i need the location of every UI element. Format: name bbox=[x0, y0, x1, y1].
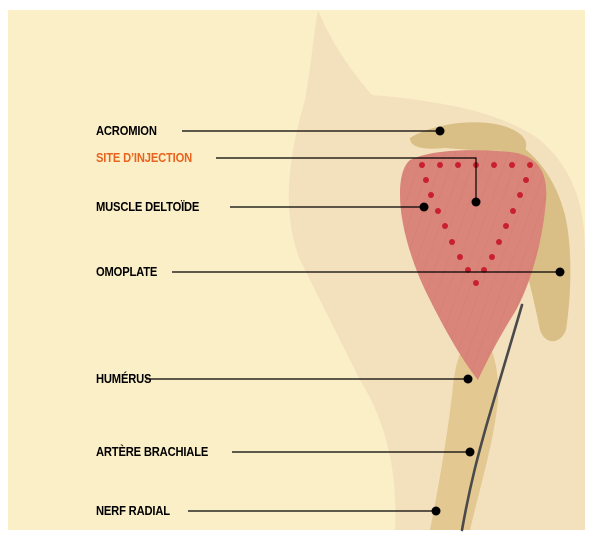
label-scapula: OMOPLATE bbox=[96, 265, 157, 279]
endpoint-artery bbox=[466, 448, 475, 457]
endpoint-radial-nerve bbox=[432, 507, 441, 516]
endpoint-scapula bbox=[556, 268, 565, 277]
endpoint-humerus bbox=[464, 375, 473, 384]
label-acromion: ACROMION bbox=[96, 124, 157, 138]
label-radial-nerve: NERF RADIAL bbox=[96, 504, 170, 518]
label-deltoid: MUSCLE DELTOÏDE bbox=[96, 200, 199, 214]
endpoint-acromion bbox=[436, 127, 445, 136]
label-brachial-artery: ARTÈRE BRACHIALE bbox=[96, 445, 208, 459]
label-injection-site: SITE D’INJECTION bbox=[96, 151, 192, 165]
endpoint-injection-site bbox=[472, 198, 481, 207]
label-humerus: HUMÉRUS bbox=[96, 372, 151, 386]
endpoint-deltoid bbox=[420, 203, 429, 212]
